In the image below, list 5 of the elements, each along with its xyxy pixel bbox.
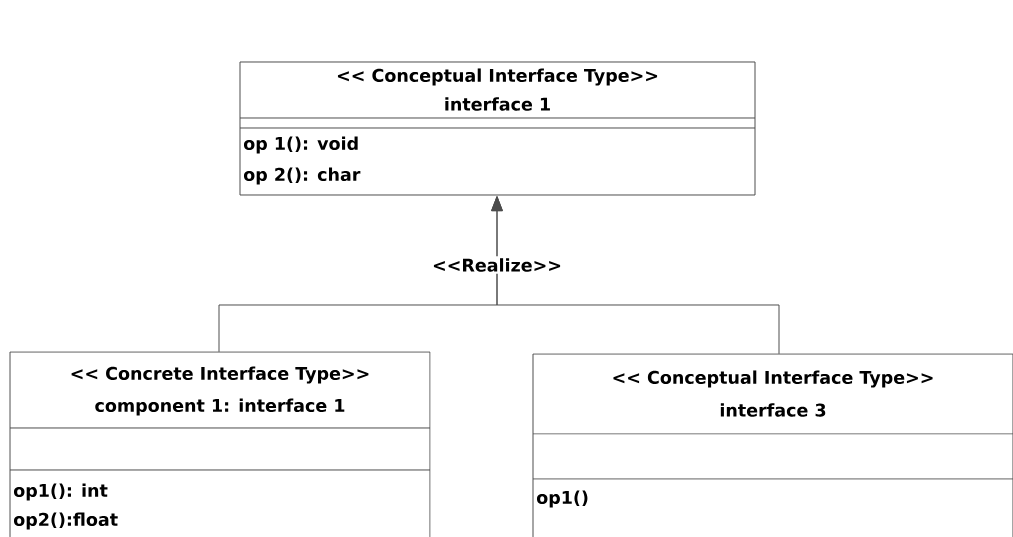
class-box: << Concrete Interface Type>> component 1: interface 1 op1(): int op2():float xyxy=(9,351,431,537)
realization-connector xyxy=(491,196,780,355)
class-box: << Conceptual Interface Type>> interface 3 op1() xyxy=(532,353,1013,537)
class-box: << Conceptual Interface Type>> interface 1 op 1(): void op 2(): char xyxy=(239,61,756,196)
edge-label: <<Realize>> xyxy=(430,256,564,274)
